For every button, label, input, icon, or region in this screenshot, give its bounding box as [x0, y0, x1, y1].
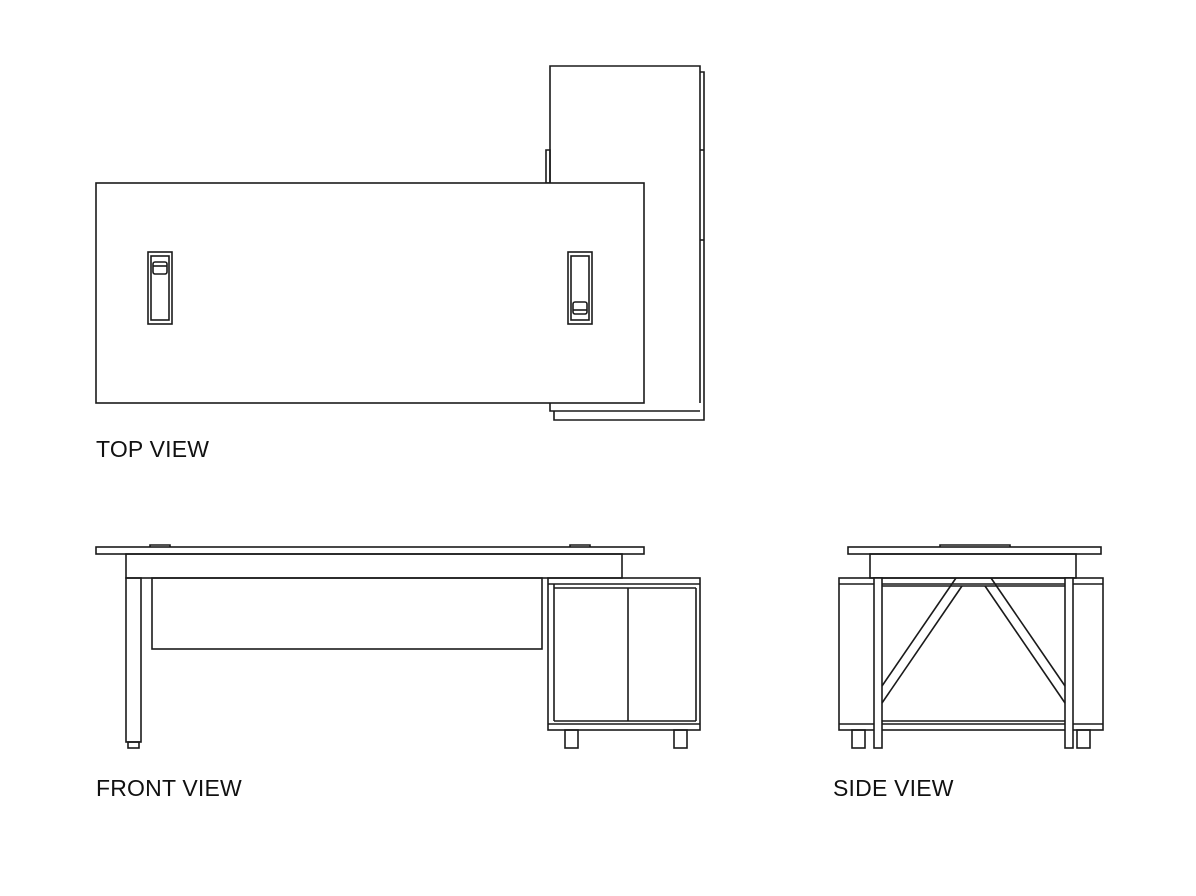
- front-view-modesty-panel: [151, 577, 543, 650]
- top-view-cable-box-left: [147, 251, 173, 325]
- front-view-left-leg: [125, 577, 142, 749]
- side-view-desktop: [847, 546, 1102, 555]
- top-view: [95, 65, 705, 421]
- side-view-cabinet: [838, 577, 1104, 749]
- front-view-cabinet: [547, 577, 701, 749]
- front-view-apron: [125, 553, 623, 579]
- side-view-frame: [873, 577, 1074, 749]
- side-view-label: SIDE VIEW: [833, 775, 954, 801]
- top-view-desktop: [95, 182, 645, 404]
- side-view-apron: [869, 553, 1077, 579]
- top-view-label: TOP VIEW: [96, 436, 210, 462]
- side-view: [838, 544, 1104, 749]
- top-view-cable-box-right: [567, 251, 593, 325]
- front-view: [95, 544, 701, 749]
- front-view-desktop: [95, 546, 645, 555]
- front-view-label: FRONT VIEW: [96, 775, 242, 801]
